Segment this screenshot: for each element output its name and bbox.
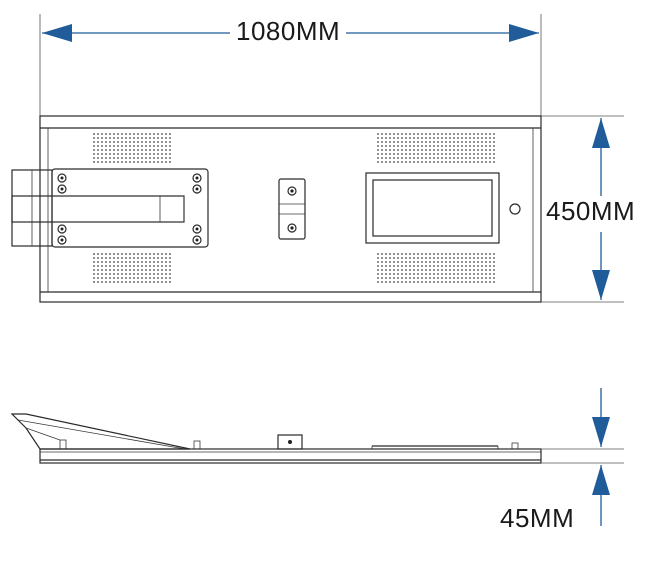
- depth-dimension: [541, 388, 624, 526]
- height-arrow-top: [592, 118, 610, 148]
- side-view: [10, 413, 542, 464]
- bolt-group: [57, 173, 202, 245]
- panel-window: [365, 172, 500, 244]
- sensor-plate: [278, 178, 306, 240]
- depth-label: 45MM: [500, 503, 575, 533]
- height-label: 450MM: [546, 196, 636, 226]
- height-arrow-bottom: [592, 270, 610, 300]
- width-arrow-left: [42, 24, 72, 42]
- vent-grid: [92, 133, 172, 165]
- top-view: [11, 115, 542, 303]
- depth-arrow-bottom: [592, 465, 610, 495]
- vent-grid: [92, 252, 172, 284]
- mounting-bracket: [11, 168, 209, 248]
- vent-grid: [377, 133, 495, 165]
- width-label: 1080MM: [230, 18, 347, 44]
- height-dimension: [541, 115, 624, 303]
- width-arrow-right: [509, 24, 539, 42]
- depth-arrow-top: [592, 417, 610, 447]
- vent-grid: [377, 252, 495, 284]
- indicator-light: [509, 203, 521, 215]
